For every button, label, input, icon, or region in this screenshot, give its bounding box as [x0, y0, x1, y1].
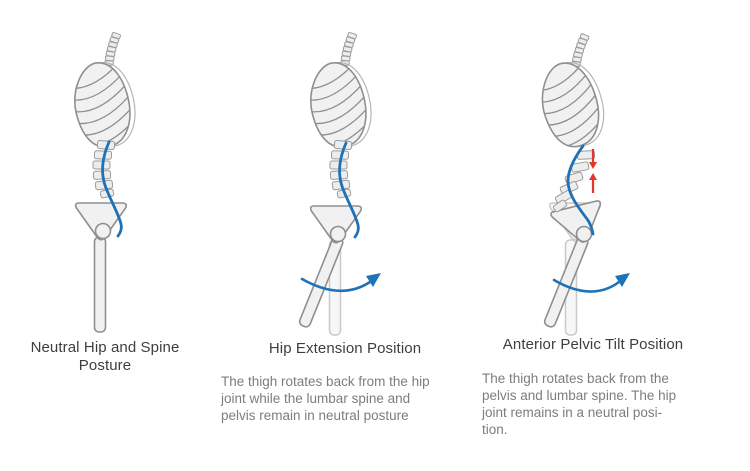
- caption-anterior-pelvic-tilt: Anterior Pelvic Tilt Position: [502, 336, 684, 353]
- figure-hip-extension: [297, 31, 381, 336]
- ribcage: [65, 56, 144, 153]
- ribcage: [530, 55, 613, 155]
- caption-hip-extension: Hip Extension Position: [268, 340, 422, 357]
- ribcage: [301, 56, 380, 153]
- spine-curve: [566, 144, 595, 236]
- cervical-spine: [571, 32, 590, 68]
- cervical-spine: [104, 31, 122, 66]
- figure-anterior-pelvic-tilt: [530, 32, 630, 336]
- figure-neutral-posture: [65, 31, 144, 333]
- hip-joint: [329, 225, 347, 243]
- description-anterior-pelvic-tilt: The thigh rotates back from the pelvis a…: [482, 371, 677, 438]
- hip-joint: [94, 222, 112, 240]
- hip-joint: [575, 225, 593, 243]
- rotation-arrow-icon: [552, 273, 630, 293]
- cervical-spine: [340, 31, 358, 66]
- caption-neutral-posture: Neutral Hip and Spine Posture: [30, 339, 180, 374]
- diagram-canvas: [0, 31, 630, 336]
- description-hip-extension: The thigh rotates back from the hip join…: [221, 374, 430, 424]
- femur: [93, 236, 107, 333]
- rotation-arrow-icon: [300, 273, 381, 293]
- compression-arrows-icon: [589, 149, 597, 193]
